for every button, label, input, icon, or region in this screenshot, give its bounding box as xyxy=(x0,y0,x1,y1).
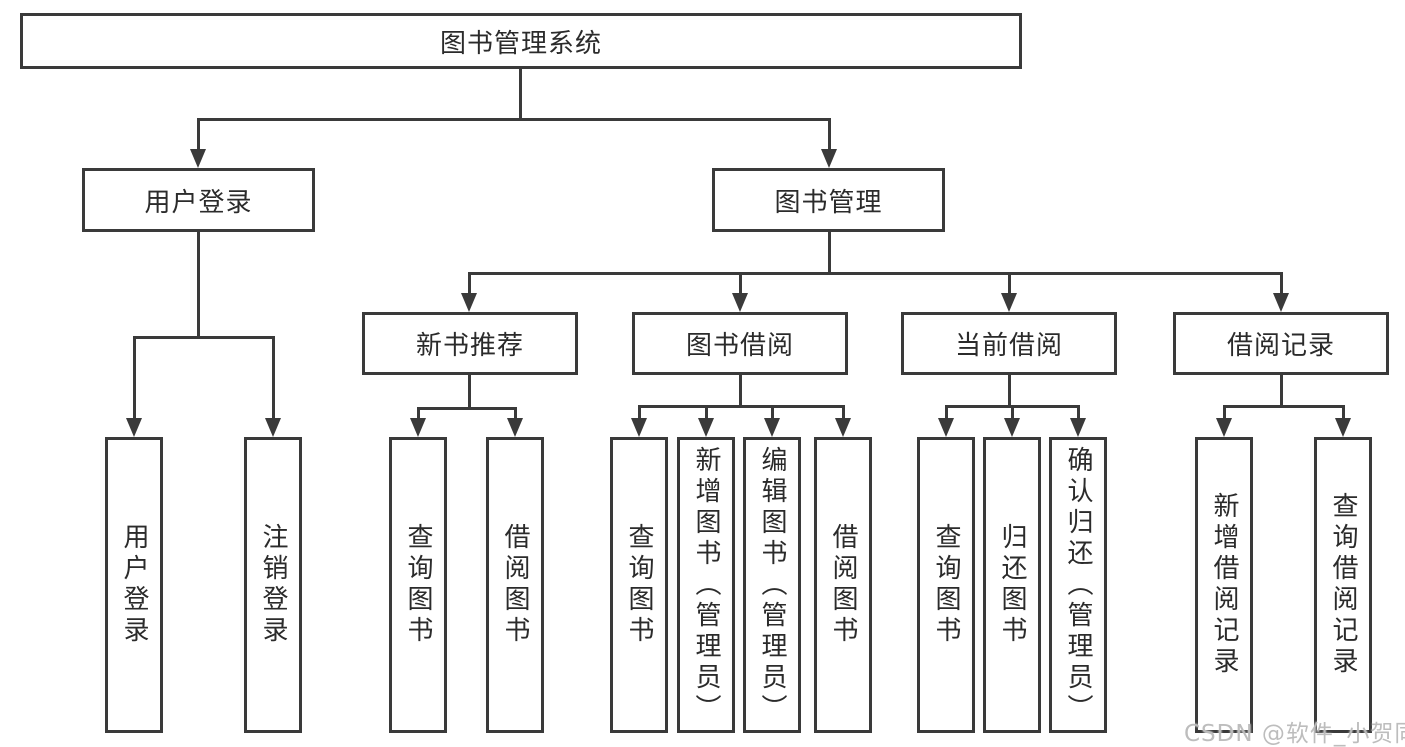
connector-stub-leaf xyxy=(417,407,420,421)
connector-stub-leaf xyxy=(1342,405,1345,421)
node-leaf-confirm-return-label: 确认归还（管理员） xyxy=(1063,445,1093,725)
node-book-mgmt-label: 图书管理 xyxy=(774,187,883,218)
node-leaf-query-books-rec: 查询图书 xyxy=(389,437,447,733)
node-leaf-user-login: 用户登录 xyxy=(105,437,163,733)
connector-hline-user-login xyxy=(133,336,275,339)
node-leaf-borrow-books-rec: 借阅图书 xyxy=(486,437,544,733)
connector-stub-leaf xyxy=(1077,405,1080,421)
connector-stub-leaf xyxy=(705,405,708,421)
arrowhead xyxy=(698,418,714,437)
node-leaf-query-books-borrow: 查询图书 xyxy=(610,437,668,733)
connector-stub-leaf xyxy=(771,405,774,421)
connector-hline-level2 xyxy=(197,118,831,121)
node-leaf-confirm-return: 确认归还（管理员） xyxy=(1049,437,1107,733)
node-book-mgmt: 图书管理 xyxy=(712,168,945,232)
arrowhead xyxy=(265,418,281,437)
arrowhead xyxy=(835,418,851,437)
connector-stem-new-book-rec xyxy=(468,375,471,407)
arrowhead xyxy=(732,293,748,312)
connector-stem-book-mgmt xyxy=(828,232,831,272)
node-book-borrow-label: 图书借阅 xyxy=(685,331,794,361)
node-leaf-user-login-label: 用户登录 xyxy=(119,523,149,647)
connector-stem-current-borrow xyxy=(1008,375,1011,405)
node-leaf-edit-books-label: 编辑图书（管理员） xyxy=(757,445,787,725)
node-leaf-logout-label: 注销登录 xyxy=(258,523,288,647)
node-leaf-borrow-books-label: 借阅图书 xyxy=(828,523,858,647)
node-new-book-rec: 新书推荐 xyxy=(362,312,578,375)
connector-stub-leaf xyxy=(1011,405,1014,421)
node-new-book-rec-label: 新书推荐 xyxy=(415,331,524,361)
connector-hline-level3 xyxy=(468,272,1283,275)
arrowhead xyxy=(764,418,780,437)
node-leaf-query-borrow-record: 查询借阅记录 xyxy=(1314,437,1372,733)
node-leaf-return-books-label: 归还图书 xyxy=(997,523,1027,647)
node-leaf-add-books-label: 新增图书（管理员） xyxy=(691,445,721,725)
arrowhead xyxy=(821,149,837,168)
connector-stub-leaf xyxy=(1223,405,1226,421)
connector-stub-current-borrow xyxy=(1008,272,1011,296)
arrowhead xyxy=(1070,418,1086,437)
arrowhead xyxy=(1216,418,1232,437)
connector-hline-borrow-records xyxy=(1223,405,1345,408)
arrowhead xyxy=(507,418,523,437)
connector-stub-book-borrow xyxy=(739,272,742,296)
connector-stub-user-login xyxy=(197,118,200,152)
node-leaf-query-books-current: 查询图书 xyxy=(917,437,975,733)
connector-stub-leaf xyxy=(638,405,641,421)
node-leaf-return-books: 归还图书 xyxy=(983,437,1041,733)
arrowhead xyxy=(461,293,477,312)
connector-stub-borrow-records xyxy=(1280,272,1283,296)
connector-stem-borrow-records xyxy=(1280,375,1283,405)
connector-stem-book-borrow xyxy=(739,375,742,405)
node-current-borrow: 当前借阅 xyxy=(901,312,1117,375)
node-current-borrow-label: 当前借阅 xyxy=(954,331,1063,361)
node-book-borrow: 图书借阅 xyxy=(632,312,848,375)
node-leaf-query-borrow-record-label: 查询借阅记录 xyxy=(1328,492,1358,678)
node-borrow-records: 借阅记录 xyxy=(1173,312,1389,375)
node-leaf-logout: 注销登录 xyxy=(244,437,302,733)
node-leaf-query-books-rec-label: 查询图书 xyxy=(403,523,433,647)
node-leaf-query-books-current-label: 查询图书 xyxy=(931,523,961,647)
arrowhead xyxy=(1273,293,1289,312)
arrowhead xyxy=(1335,418,1351,437)
node-user-login-label: 用户登录 xyxy=(144,187,253,218)
node-leaf-borrow-books-rec-label: 借阅图书 xyxy=(500,523,530,647)
arrowhead xyxy=(1001,293,1017,312)
connector-hline-new-book-rec xyxy=(417,407,517,410)
connector-hline-book-borrow xyxy=(638,405,845,408)
connector-stub-leaf xyxy=(945,405,948,421)
watermark: CSDN @软件_小贺同学 xyxy=(1184,721,1405,747)
node-system-label: 图书管理系统 xyxy=(439,28,602,59)
connector-stem-system xyxy=(519,69,522,118)
node-borrow-records-label: 借阅记录 xyxy=(1226,331,1335,361)
arrowhead xyxy=(190,149,206,168)
node-leaf-add-borrow-record-label: 新增借阅记录 xyxy=(1209,492,1239,678)
node-system: 图书管理系统 xyxy=(20,13,1022,69)
arrowhead xyxy=(1004,418,1020,437)
connector-stub-book-mgmt xyxy=(828,118,831,152)
arrowhead xyxy=(126,418,142,437)
node-leaf-add-borrow-record: 新增借阅记录 xyxy=(1195,437,1253,733)
connector-stem-user-login xyxy=(197,232,200,336)
connector-stub-leaf xyxy=(133,336,136,421)
arrowhead xyxy=(631,418,647,437)
connector-stub-leaf xyxy=(842,405,845,421)
arrowhead xyxy=(938,418,954,437)
connector-stub-leaf xyxy=(514,407,517,421)
node-user-login: 用户登录 xyxy=(82,168,315,232)
connector-stub-new-book-rec xyxy=(468,272,471,296)
node-leaf-borrow-books: 借阅图书 xyxy=(814,437,872,733)
arrowhead xyxy=(410,418,426,437)
node-leaf-edit-books: 编辑图书（管理员） xyxy=(743,437,801,733)
node-leaf-add-books: 新增图书（管理员） xyxy=(677,437,735,733)
node-leaf-query-books-borrow-label: 查询图书 xyxy=(624,523,654,647)
connector-stub-leaf xyxy=(272,336,275,421)
